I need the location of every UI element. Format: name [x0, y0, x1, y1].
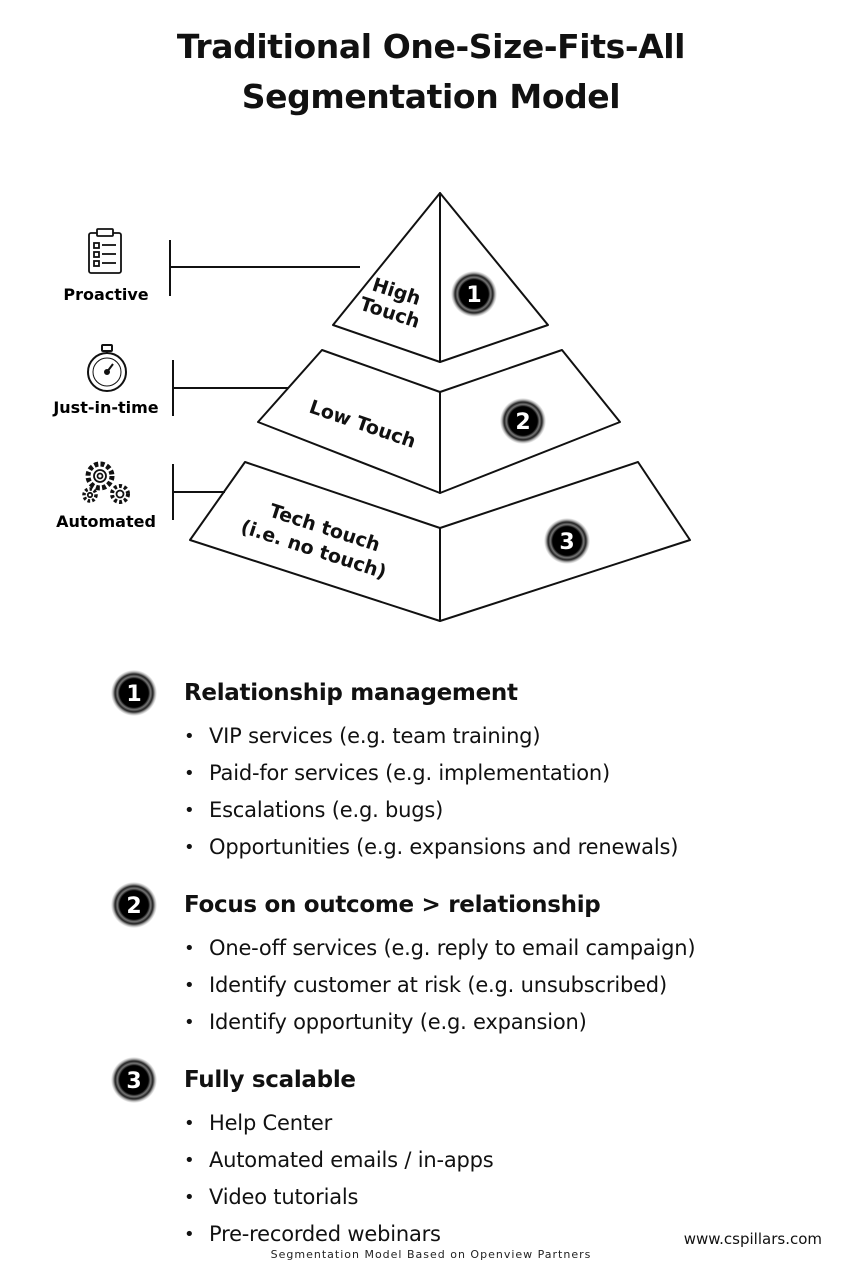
- section-3: 3 Fully scalable Help Center Automated e…: [110, 1055, 850, 1253]
- section-2: 2 Focus on outcome > relationship One-of…: [110, 880, 850, 1041]
- side-label-automated: Automated: [56, 512, 156, 531]
- tier-1-number: 1: [466, 283, 481, 308]
- list-item: Identify customer at risk (e.g. unsubscr…: [184, 967, 850, 1004]
- section-3-badge: 3: [111, 1057, 157, 1103]
- section-1: 1 Relationship management VIP services (…: [110, 668, 850, 866]
- section-2-list: One-off services (e.g. reply to email ca…: [184, 930, 850, 1041]
- list-item: VIP services (e.g. team training): [184, 718, 850, 755]
- section-1-number: 1: [126, 682, 141, 707]
- section-3-number: 3: [126, 1069, 141, 1094]
- side-label-just-in-time: Just-in-time: [52, 398, 158, 417]
- list-item: Video tutorials: [184, 1179, 850, 1216]
- section-2-badge: 2: [111, 882, 157, 928]
- stopwatch-icon: [87, 344, 127, 392]
- side-label-proactive: Proactive: [63, 285, 148, 304]
- title-line-1: Traditional One-Size-Fits-All: [176, 27, 686, 66]
- segment-descriptions: 1 Relationship management VIP services (…: [110, 668, 850, 1253]
- tier-2-badge: 2: [500, 398, 546, 444]
- gears-icon: [82, 461, 130, 504]
- section-1-list: VIP services (e.g. team training) Paid-f…: [184, 718, 850, 866]
- section-1-badge: 1: [111, 670, 157, 716]
- list-item: Paid-for services (e.g. implementation): [184, 755, 850, 792]
- tier-2-number: 2: [515, 410, 530, 435]
- tier-1-right-face: [439, 192, 549, 363]
- section-3-list: Help Center Automated emails / in-apps V…: [184, 1105, 850, 1253]
- section-2-number: 2: [126, 894, 141, 919]
- list-item: One-off services (e.g. reply to email ca…: [184, 930, 850, 967]
- list-item: Automated emails / in-apps: [184, 1142, 850, 1179]
- list-item: Escalations (e.g. bugs): [184, 792, 850, 829]
- page-title: Traditional One-Size-Fits-All Segmentati…: [0, 22, 862, 122]
- tier-1-badge: 1: [451, 271, 497, 317]
- section-3-title: Fully scalable: [184, 1067, 356, 1093]
- pyramid-diagram: High Touch Low Touch Tech touch (i.e. no…: [52, 192, 691, 622]
- section-1-title: Relationship management: [184, 680, 518, 706]
- website-url: www.cspillars.com: [683, 1230, 822, 1248]
- list-item: Identify opportunity (e.g. expansion): [184, 1004, 850, 1041]
- tier-3-badge: 3: [544, 518, 590, 564]
- section-2-title: Focus on outcome > relationship: [184, 892, 601, 918]
- list-item: Pre-recorded webinars: [184, 1216, 850, 1253]
- clipboard-checklist-icon: [88, 228, 122, 274]
- title-line-2: Segmentation Model: [241, 77, 621, 116]
- list-item: Help Center: [184, 1105, 850, 1142]
- source-caption: Segmentation Model Based on Openview Par…: [270, 1248, 592, 1261]
- pyramid-shape: [169, 192, 691, 622]
- list-item: Opportunities (e.g. expansions and renew…: [184, 829, 850, 866]
- tier-3-number: 3: [559, 530, 574, 555]
